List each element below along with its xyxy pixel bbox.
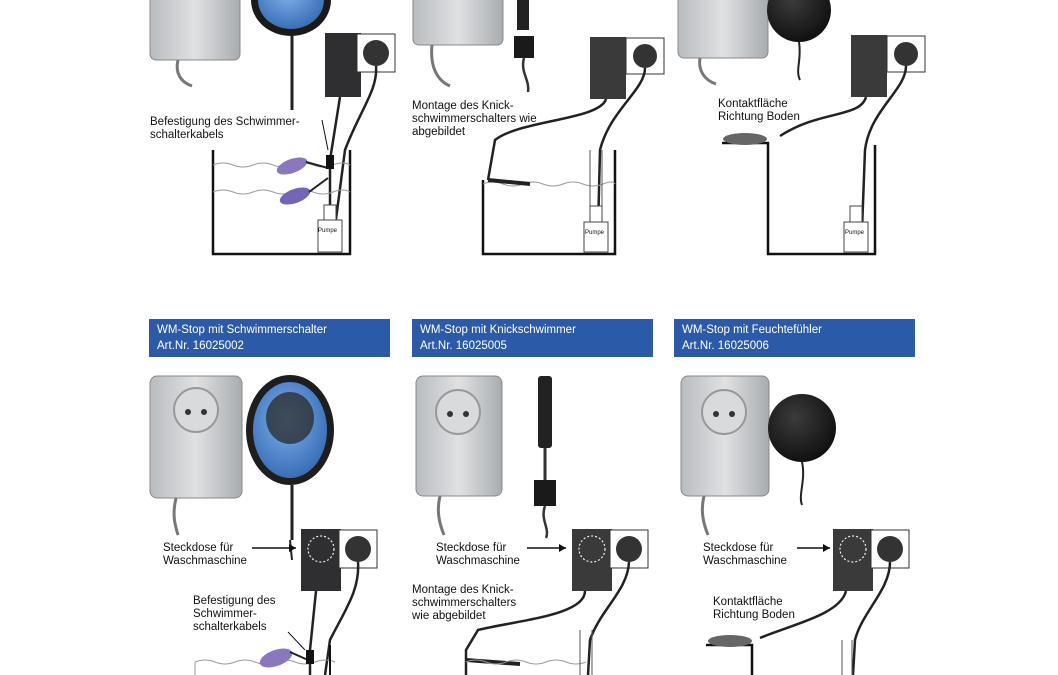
adapter-device-top-2 (412, 0, 504, 88)
adapter-device-bottom-2 (415, 375, 503, 536)
socket-box-top-3 (779, 35, 926, 231)
socket-label-2: Steckdose für Waschmaschine (436, 542, 520, 567)
article-number-1: Art.Nr. 16025002 (157, 340, 244, 352)
tank-top-1 (211, 119, 352, 256)
tank-top-2 (481, 150, 617, 256)
adapter-device-bottom-3 (680, 375, 770, 536)
adapter-device-top-3 (677, 0, 769, 86)
float-switch-blue-bottom (246, 375, 334, 540)
adapter-device-bottom-1 (149, 375, 243, 536)
adapter-device-top-1 (149, 0, 241, 88)
pump-label-top-1: Pumpe (318, 228, 338, 234)
label-top-3: Kontaktfläche Richtung Boden (718, 98, 800, 123)
pump-label-top-2: Pumpe (585, 230, 605, 236)
tank-bottom-3 (706, 635, 853, 675)
socket-box-top-2 (486, 37, 665, 231)
moisture-sensor-bottom (768, 394, 836, 506)
product-banner-1: WM-Stop mit Schwimmerschalter Art.Nr. 16… (149, 319, 390, 357)
product-banner-2: WM-Stop mit Knickschwimmer Art.Nr. 16025… (412, 319, 653, 357)
moisture-sensor-top (767, 0, 831, 81)
label-bottom-3: Kontaktfläche Richtung Boden (713, 596, 795, 621)
product-title-3: WM-Stop mit Feuchtefühler (682, 324, 822, 336)
socket-label-1: Steckdose für Waschmaschine (163, 542, 247, 567)
product-title-2: WM-Stop mit Knickschwimmer (420, 324, 576, 336)
socket-box-bottom-3 (759, 529, 910, 675)
label-top-2: Montage des Knick- schwimmerschalters wi… (412, 100, 537, 138)
product-title-1: WM-Stop mit Schwimmerschalter (157, 324, 327, 336)
socket-label-3: Steckdose für Waschmaschine (703, 542, 787, 567)
socket-box-top-1 (325, 33, 396, 251)
tank-bottom-2 (465, 630, 593, 675)
knick-float-bottom (534, 376, 556, 539)
pump-label-top-3: Pumpe (845, 230, 865, 236)
label-top-1: Befestigung des Schwimmer- schalterkabel… (150, 116, 300, 141)
article-number-2: Art.Nr. 16025005 (420, 340, 507, 352)
socket-box-bottom-1 (289, 529, 378, 675)
article-number-3: Art.Nr. 16025006 (682, 340, 769, 352)
socket-box-bottom-2 (464, 529, 649, 675)
product-banner-3: WM-Stop mit Feuchtefühler Art.Nr. 160250… (674, 319, 915, 357)
knick-float-top (514, 0, 534, 93)
tank-top-3 (722, 133, 877, 256)
label-bottom-2: Montage des Knick- schwimmerschalters wi… (412, 584, 517, 622)
label-bottom-1: Befestigung des Schwimmer- schalterkabel… (193, 595, 276, 633)
float-switch-blue-top (251, 0, 331, 110)
tank-bottom-1 (194, 631, 336, 675)
